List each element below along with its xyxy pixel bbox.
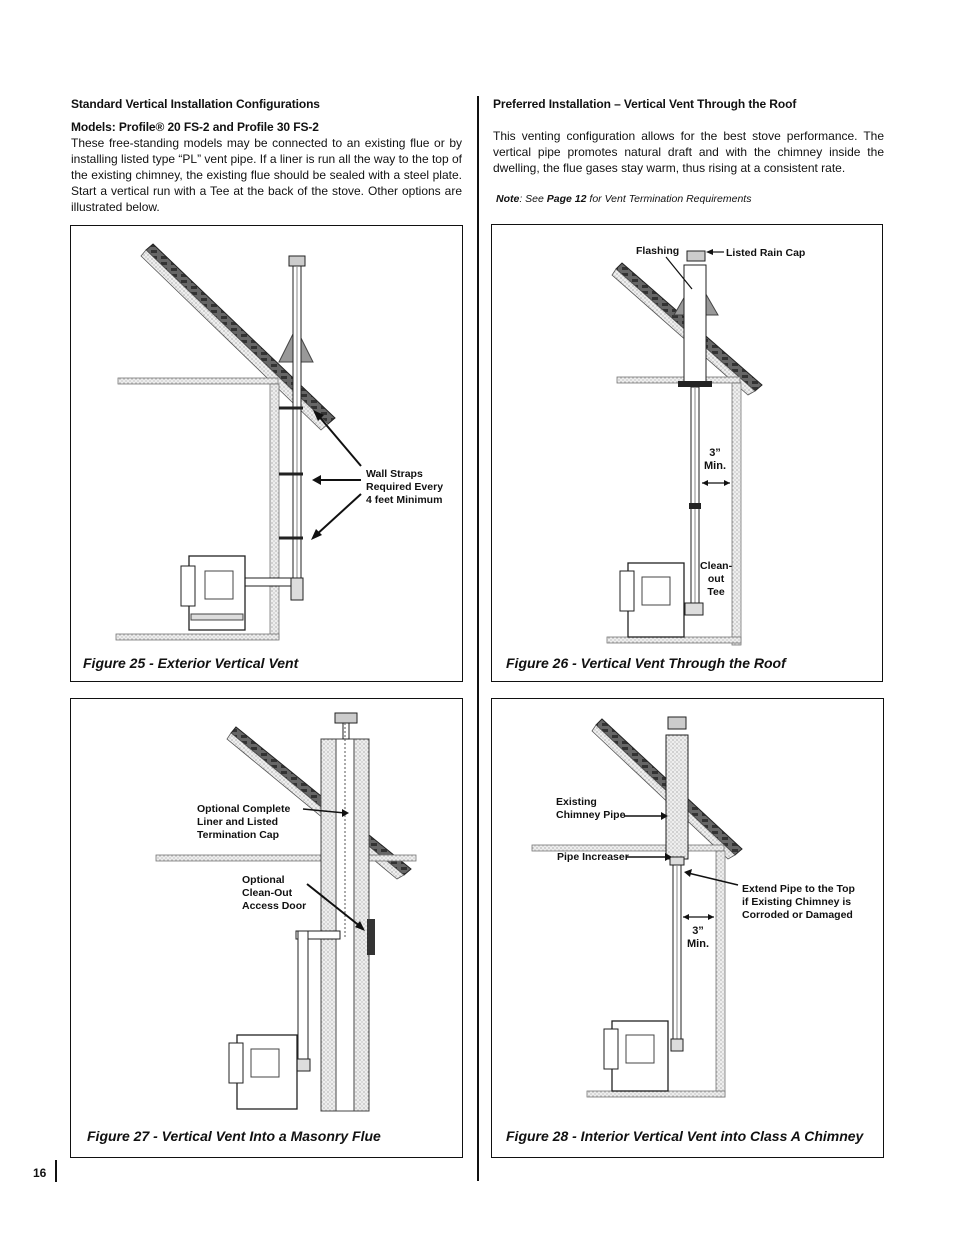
left-body: These free-standing models may be connec… bbox=[71, 136, 462, 214]
figure-27-drawing bbox=[155, 712, 417, 1112]
figure-27: Optional Complete Liner and Listed Termi… bbox=[70, 698, 463, 1158]
note-line: Note: See Page 12 for Vent Termination R… bbox=[496, 193, 751, 205]
note-label: Note bbox=[496, 193, 520, 205]
note-pre: : See bbox=[519, 193, 547, 205]
figure-25-caption: Figure 25 - Exterior Vertical Vent bbox=[83, 655, 299, 671]
page-number-rule bbox=[55, 1160, 57, 1182]
flashing-label: Flashing bbox=[636, 245, 680, 257]
column-divider bbox=[477, 96, 479, 1181]
figure-28-drawing bbox=[531, 716, 743, 1098]
right-heading: Preferred Installation – Vertical Vent T… bbox=[493, 97, 797, 111]
liner-label: Optional Complete Liner and Listed Termi… bbox=[197, 803, 291, 841]
pipe-increaser-label: Pipe Increaser bbox=[557, 851, 629, 863]
note-post: for Vent Termination Requirements bbox=[586, 193, 752, 205]
page-number: 16 bbox=[33, 1166, 47, 1180]
figure-26-drawing bbox=[606, 249, 763, 646]
min-clearance-label: 3” Min. bbox=[687, 925, 709, 950]
extend-pipe-label: Extend Pipe to the Top if Existing Chimn… bbox=[742, 883, 855, 921]
left-heading: Standard Vertical Installation Configura… bbox=[71, 97, 320, 111]
existing-chimney-label: Existing Chimney Pipe bbox=[556, 796, 626, 821]
figure-28: Existing Chimney Pipe Pipe Increaser Ext… bbox=[491, 698, 884, 1158]
figure-28-caption: Figure 28 - Interior Vertical Vent into … bbox=[506, 1128, 864, 1144]
models-line: Models: Profile® 20 FS-2 and Profile 30 … bbox=[71, 120, 319, 134]
cleanout-tee-label: Clean- out Tee bbox=[700, 560, 733, 598]
wall-straps-label: Wall Straps Required Every 4 feet Minimu… bbox=[366, 468, 444, 506]
min-clearance-label: 3” Min. bbox=[704, 447, 726, 472]
rain-cap-label: Listed Rain Cap bbox=[726, 247, 806, 259]
right-body: This venting configuration allows for th… bbox=[493, 129, 884, 175]
figure-25: Wall Straps Required Every 4 feet Minimu… bbox=[70, 225, 463, 682]
cleanout-door-label: Optional Clean-Out Access Door bbox=[242, 874, 307, 912]
note-page: Page 12 bbox=[546, 193, 587, 205]
figure-26: Flashing Listed Rain Cap 3” Min. Clean- … bbox=[491, 224, 883, 682]
figure-25-drawing bbox=[115, 243, 362, 641]
figure-26-caption: Figure 26 - Vertical Vent Through the Ro… bbox=[506, 655, 786, 671]
figure-27-caption: Figure 27 - Vertical Vent Into a Masonry… bbox=[87, 1128, 381, 1144]
